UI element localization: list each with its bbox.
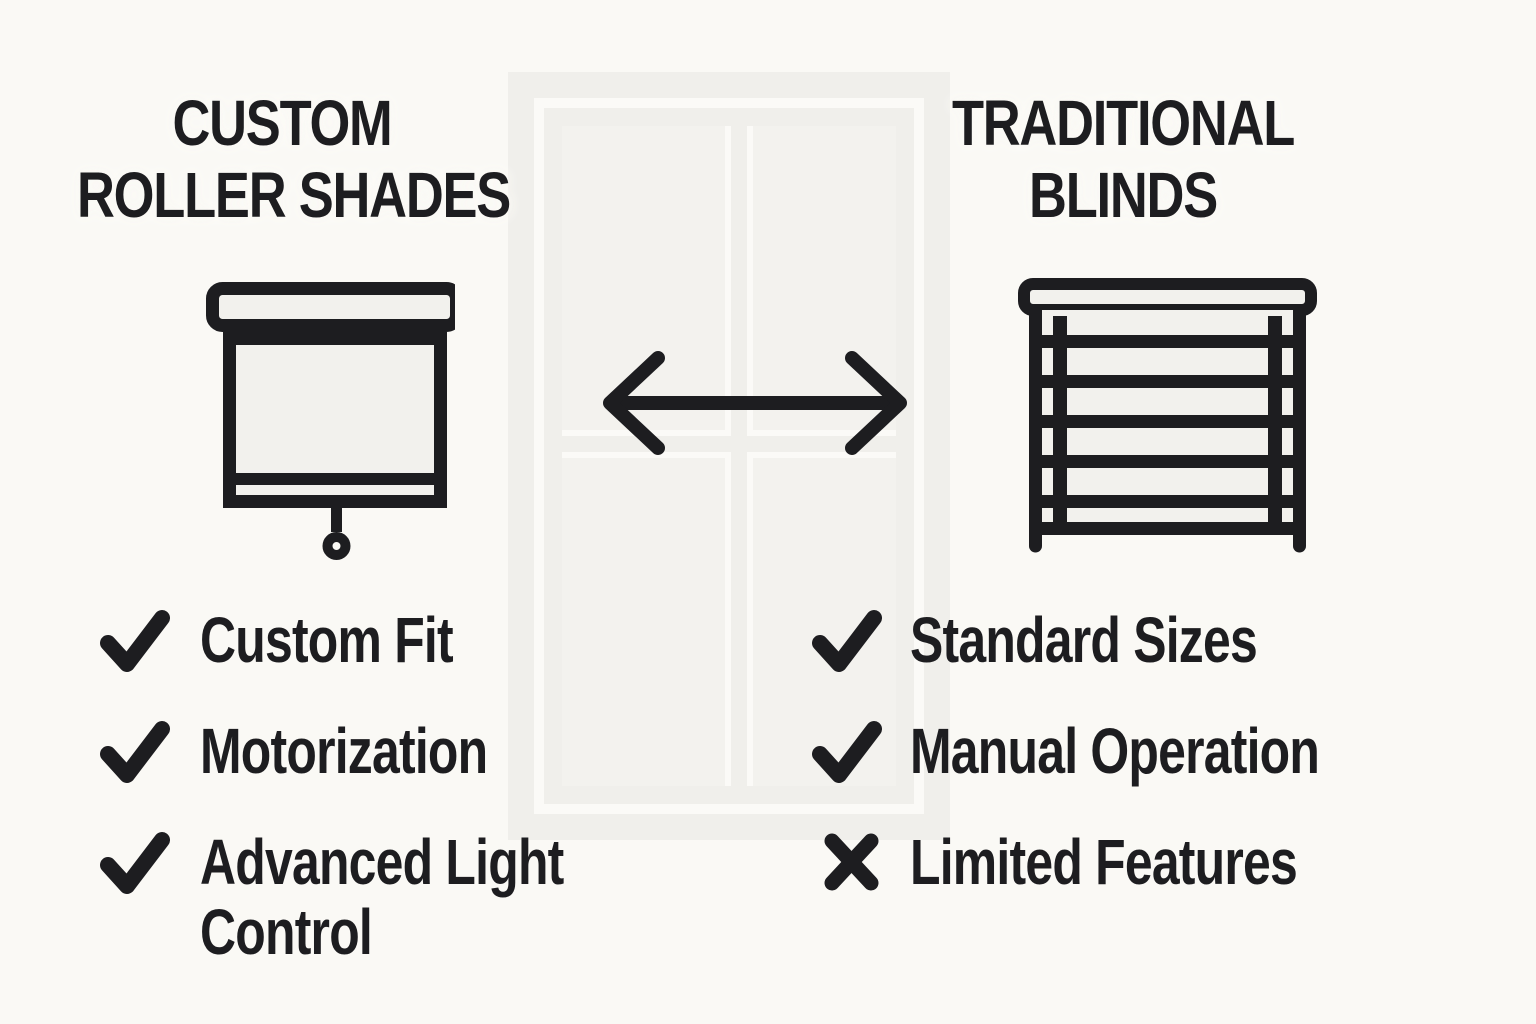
feature-label: Limited Features <box>910 826 1298 898</box>
feature-standard-sizes: Standard Sizes <box>812 605 1355 675</box>
feature-label: Advanced Light Control <box>200 827 564 967</box>
feature-limited-features: Limited Features <box>812 827 1406 897</box>
feature-label: Manual Operation <box>910 715 1320 787</box>
feature-line: Control <box>200 896 373 968</box>
check-icon <box>812 721 882 783</box>
feature-custom-fit: Custom Fit <box>100 605 524 675</box>
venetian-blinds-icon <box>1018 278 1317 553</box>
window-pane <box>562 458 725 786</box>
right-title-line1: TRADITIONAL <box>951 87 1295 159</box>
feature-line: Custom Fit <box>200 604 454 676</box>
check-icon <box>100 832 170 894</box>
check-icon <box>100 721 170 783</box>
feature-manual-operation: Manual Operation <box>812 716 1435 786</box>
right-title-line2: BLINDS <box>1029 159 1218 231</box>
feature-line: Motorization <box>200 715 488 787</box>
feature-label: Custom Fit <box>200 604 454 676</box>
left-title-line2: ROLLER SHADES <box>77 159 511 231</box>
window-outline-graphic <box>508 72 950 840</box>
roller-shade-icon <box>206 282 455 560</box>
double-headed-arrow-icon <box>603 351 907 455</box>
left-title-line1: CUSTOM <box>172 87 392 159</box>
feature-label: Standard Sizes <box>910 604 1258 676</box>
feature-line: Limited Features <box>910 826 1298 898</box>
feature-line: Advanced Light <box>200 826 564 898</box>
feature-line: Manual Operation <box>910 715 1320 787</box>
cross-icon <box>824 833 879 891</box>
feature-advanced-light-control: Advanced Light Control <box>100 827 666 967</box>
feature-label: Motorization <box>200 715 488 787</box>
check-icon <box>100 610 170 672</box>
left-title: CUSTOM ROLLER SHADES <box>77 87 511 231</box>
window-mullion-vertical <box>731 126 747 786</box>
feature-line: Standard Sizes <box>910 604 1258 676</box>
feature-motorization: Motorization <box>100 716 568 786</box>
right-title: TRADITIONAL BLINDS <box>918 87 1328 231</box>
check-icon <box>812 610 882 672</box>
